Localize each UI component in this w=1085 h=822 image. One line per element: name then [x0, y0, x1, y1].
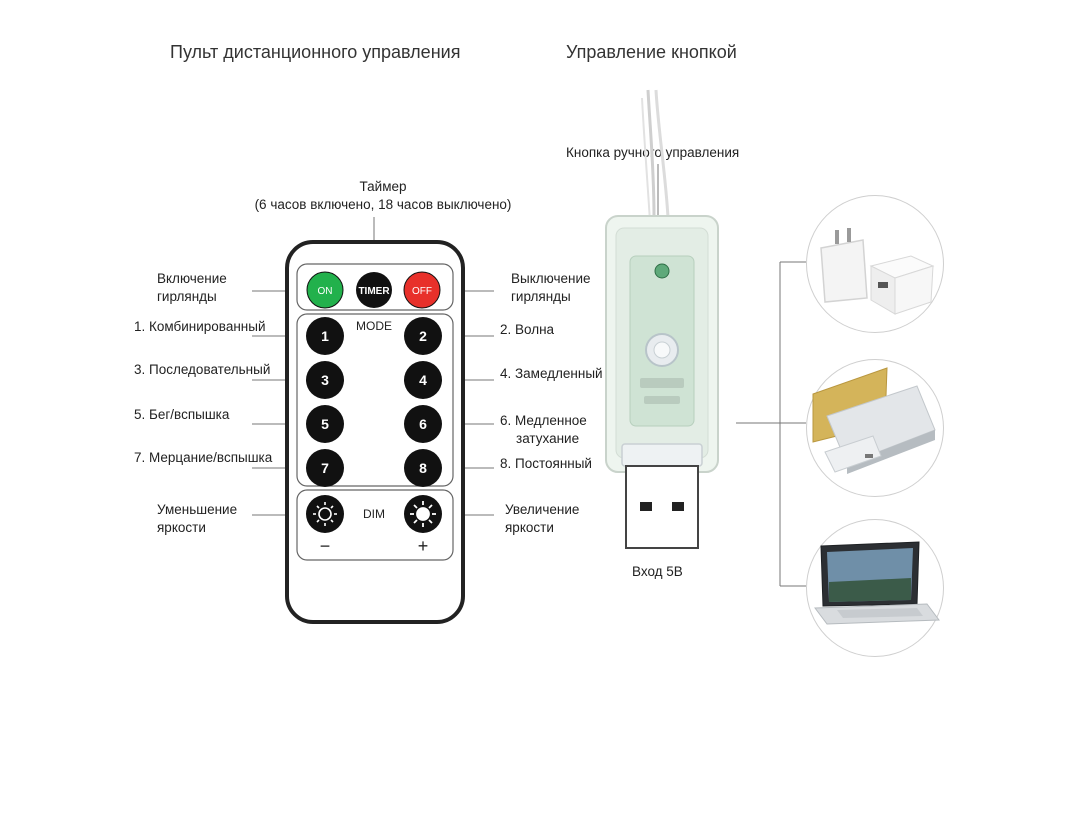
mode8-label: 8. Постоянный [500, 456, 592, 471]
mode-button-1-label: 1 [321, 328, 329, 344]
mode-button-4 [404, 361, 442, 399]
dim-up-label-line1: Увеличение [505, 502, 580, 517]
mode3-label: 3. Последовательный [134, 362, 271, 377]
mode-button-8-label: 8 [419, 460, 427, 476]
dim-down-button [306, 495, 344, 533]
on-button [306, 271, 344, 309]
on-button-label: ON [318, 286, 333, 297]
mode5-label: 5. Бег/вспышка [134, 407, 230, 422]
dim-down-label-line2: яркости [157, 520, 206, 535]
mode-button-1 [306, 317, 344, 355]
mode-button-5 [306, 405, 344, 443]
mode6-label-line1: 6. Медленное [500, 413, 587, 428]
remote-control: ON TIMER OFF MODE 1 2 3 4 5 6 7 8 [285, 240, 465, 624]
power-bank-circle [806, 359, 944, 497]
on-label: Включение гирлянды [157, 270, 227, 306]
off-label-line2: гирлянды [511, 289, 571, 304]
minus-sign: − [320, 536, 331, 556]
off-button-label: OFF [412, 286, 432, 297]
mode2-label: 2. Волна [500, 322, 555, 337]
dim-down-label: Уменьшение яркости [157, 501, 237, 537]
laptop-icon [814, 541, 940, 625]
sun-filled-icon [410, 501, 436, 527]
usb-controller [605, 89, 719, 549]
wall-adapter-icon [820, 228, 935, 315]
timer-note: Таймер (6 часов включено, 18 часов выклю… [240, 178, 526, 214]
mode-button-8 [404, 449, 442, 487]
mode-button-4-label: 4 [419, 372, 427, 388]
mode6-label-line2: затухание [516, 431, 580, 446]
mode-label: MODE [356, 319, 392, 333]
dim-up-label: Увеличение яркости [505, 501, 579, 537]
mode-button-2-label: 2 [419, 328, 427, 344]
mode-button-7 [306, 449, 344, 487]
sun-outline-icon [313, 502, 337, 526]
mode-button-7-label: 7 [321, 460, 329, 476]
power-bank-icon [812, 367, 936, 474]
led-indicator [654, 263, 670, 279]
off-label: Выключение гирлянды [511, 270, 591, 306]
button-control-heading: Управление кнопкой [566, 42, 737, 62]
mode-button-6-label: 6 [419, 416, 427, 432]
mode1-label: 1. Комбинированный [134, 319, 266, 334]
plus-sign: + [418, 536, 429, 556]
mode6-label: 6. Медленное затухание [500, 412, 587, 448]
mode-button-5-label: 5 [321, 416, 329, 432]
on-label-line2: гирлянды [157, 289, 217, 304]
timer-button [356, 272, 392, 308]
dim-up-label-line2: яркости [505, 520, 554, 535]
input-5v-label: Вход 5В [632, 564, 683, 579]
mode4-label: 4. Замедленный [500, 366, 603, 381]
mode-button-6 [404, 405, 442, 443]
mode-button-3 [306, 361, 344, 399]
timer-note-title: Таймер [359, 179, 407, 194]
mode-button-3-label: 3 [321, 372, 329, 388]
usb-plug [625, 465, 699, 549]
remote-heading: Пульт дистанционного управления [170, 42, 461, 62]
off-label-line1: Выключение [511, 271, 591, 286]
dim-down-label-line1: Уменьшение [157, 502, 238, 517]
dim-label: DIM [363, 507, 385, 521]
usb-wall-adapter-circle [806, 195, 944, 333]
on-label-line1: Включение [157, 271, 227, 286]
off-button [403, 271, 441, 309]
mode-button-2 [404, 317, 442, 355]
mode7-label: 7. Мерцание/вспышка [134, 450, 273, 465]
timer-button-label: TIMER [358, 286, 390, 297]
laptop-circle [806, 519, 944, 657]
timer-note-detail: (6 часов включено, 18 часов выключено) [254, 197, 512, 212]
